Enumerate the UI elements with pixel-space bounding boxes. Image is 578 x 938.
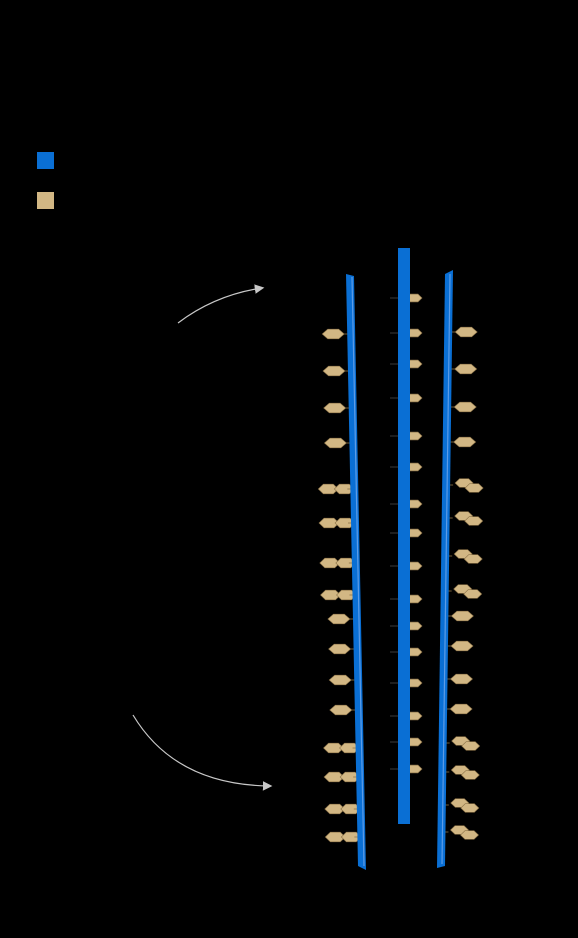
curved-arrow-icon [178,288,262,323]
base-ring [455,327,477,337]
base-ring [455,364,477,374]
base-ring [330,705,352,715]
backbone-layer [346,248,453,870]
base-ring [329,644,351,654]
base-ring [451,674,473,684]
base-ring [324,403,346,413]
base-ring [451,641,473,651]
backbone-right [437,270,453,868]
base-ring [454,402,476,412]
base-ring [328,614,350,624]
base-ring [451,611,473,621]
base-ring [324,438,346,448]
base-ring [322,329,344,339]
base-ring [450,704,472,714]
base-ring [329,675,351,685]
base-ring [323,366,345,376]
backbone-center [398,248,410,824]
base-ring [454,437,476,447]
curved-arrow-icon [133,715,270,786]
